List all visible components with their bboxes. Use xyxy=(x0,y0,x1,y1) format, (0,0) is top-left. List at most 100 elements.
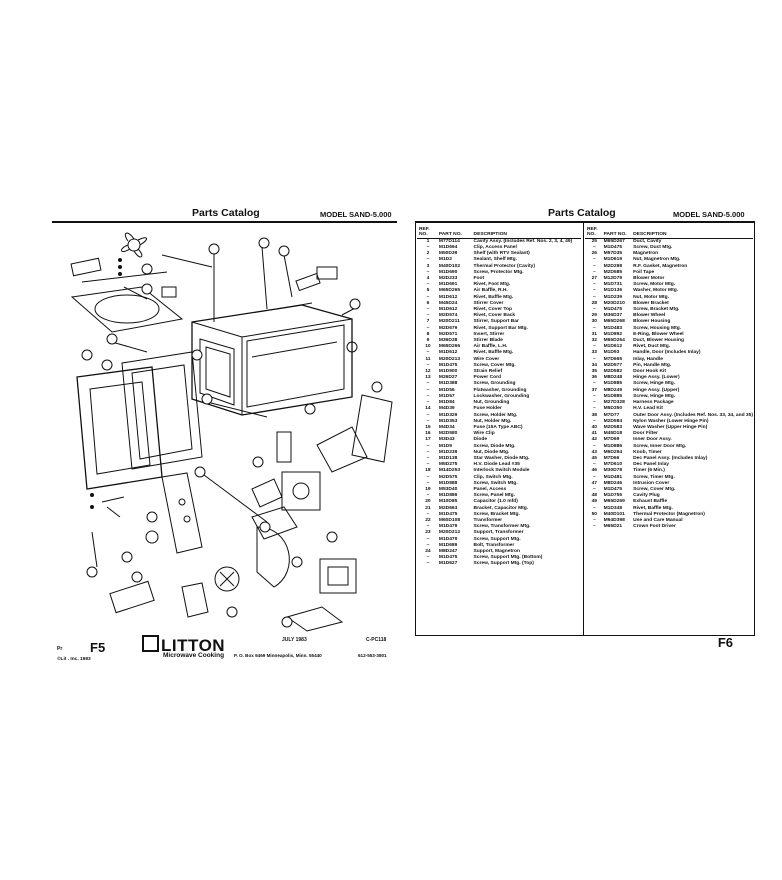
part-number-cell: M36D37 xyxy=(603,313,623,319)
right-title-rule xyxy=(415,221,755,223)
description-cell: Stirrer, Support Bar xyxy=(473,319,519,325)
description-cell: Thermal Protector (Cavity) xyxy=(473,263,535,269)
ref-cell: 25 xyxy=(591,238,598,244)
ref-cell: – xyxy=(592,307,596,313)
part-number-cell: M20D211 xyxy=(438,319,460,325)
part-number-cell: M1D627 xyxy=(438,561,458,567)
description-cell: Screw, Holder Mtg. xyxy=(473,412,518,418)
transformer-drawing xyxy=(319,558,357,594)
copyright-text: ©Lit . Inc. 1983 xyxy=(57,657,91,662)
ref-cell: – xyxy=(592,288,596,294)
ref-cell: 28 xyxy=(591,300,598,306)
description-cell: Nylon Washer (Lower Hinge Pin) xyxy=(633,418,709,424)
description-cell: Blower Bracket xyxy=(633,300,669,306)
description-cell: Rivet, Baffle Mtg. xyxy=(473,350,514,356)
part-number-cell: M1D886 xyxy=(438,493,458,499)
part-number-cell: M1D475 xyxy=(438,511,458,517)
table-right-border xyxy=(754,221,755,635)
ref-cell: 7 xyxy=(426,319,430,325)
ref-cell: 40 xyxy=(591,424,598,430)
description-cell: Rivet, Foot Mtg. xyxy=(473,282,511,288)
ref-cell: 36 xyxy=(591,375,598,381)
part-number-cell: M7D66 xyxy=(603,455,620,461)
description-cell: Insert, Stirrer xyxy=(473,331,505,337)
description-cell: Bracket, Capacitor Mtg. xyxy=(473,505,529,511)
part-number-cell: M1D475 xyxy=(438,362,458,368)
description-cell: Door Hook Kit xyxy=(633,369,666,375)
company-address: P. O. Box 9469 Minneapolis, Minn. 55440 xyxy=(234,653,322,658)
ref-cell: 27 xyxy=(591,276,598,282)
part-number-cell: M2D575 xyxy=(438,474,458,480)
description-cell: Foil Tape xyxy=(633,269,655,275)
part-number-cell: M1D479 xyxy=(438,536,458,542)
part-number-cell: M65D268 xyxy=(603,319,625,325)
header-part: PART NO. xyxy=(601,227,632,239)
table-bottom-rule xyxy=(415,635,755,636)
part-number-cell: M1D136 xyxy=(603,288,623,294)
part-number-cell: M77D114 xyxy=(438,238,460,244)
description-cell: Clip, Access Panel xyxy=(473,245,517,251)
description-cell: Screw, Transformer Mtg. xyxy=(473,524,531,530)
ref-cell: 29 xyxy=(591,313,598,319)
ref-cell: 33 xyxy=(591,350,598,356)
description-cell: Thermal Protector (Magnetron) xyxy=(633,511,705,517)
part-number-cell: M12D79 xyxy=(603,276,623,282)
part-number-cell: M1D475 xyxy=(438,555,458,561)
part-number-cell: M1D348 xyxy=(603,505,623,511)
description-cell: Screw, Grounding xyxy=(473,381,516,387)
right-page-number: F6 xyxy=(717,635,733,650)
table-row: 7 M20D211 Stirrer, Support Bar xyxy=(417,319,581,325)
ref-cell: – xyxy=(426,455,430,461)
description-cell: Outer Door Assy. (Includes Ref. Nos. 33,… xyxy=(633,412,753,418)
description-cell: Interlock Switch Module xyxy=(473,468,530,474)
magnetron-drawing xyxy=(281,471,321,511)
ref-cell: – xyxy=(592,406,596,412)
part-number-cell: M1D138 xyxy=(438,455,458,461)
part-number-cell: M8D248 xyxy=(603,375,623,381)
part-number-cell: M1D2 xyxy=(438,257,452,263)
part-number-cell: M1D353 xyxy=(438,418,458,424)
ref-cell: – xyxy=(426,449,430,455)
part-number-cell: M2D663 xyxy=(438,505,458,511)
left-page-number: F5 xyxy=(90,640,106,655)
description-cell: Flatwasher, Grounding xyxy=(473,387,527,393)
ref-cell: – xyxy=(426,536,430,542)
ref-cell: – xyxy=(592,462,596,468)
ref-cell: – xyxy=(592,524,596,530)
ref-cell: – xyxy=(592,418,596,424)
part-number-cell: M1D9 xyxy=(438,443,452,449)
part-number-cell: M65D266 xyxy=(438,344,461,350)
part-number-cell: M1D388 xyxy=(438,381,458,387)
ref-cell: – xyxy=(592,257,596,263)
ref-cell: 11 xyxy=(425,356,431,362)
part-number-cell: M1D475 xyxy=(603,245,623,251)
description-cell: Support, Magnetron xyxy=(473,548,520,554)
description-cell: Capacitor (1.0 mfd) xyxy=(473,499,518,505)
part-number-cell: M1D892 xyxy=(603,331,623,337)
ref-cell: – xyxy=(426,443,430,449)
